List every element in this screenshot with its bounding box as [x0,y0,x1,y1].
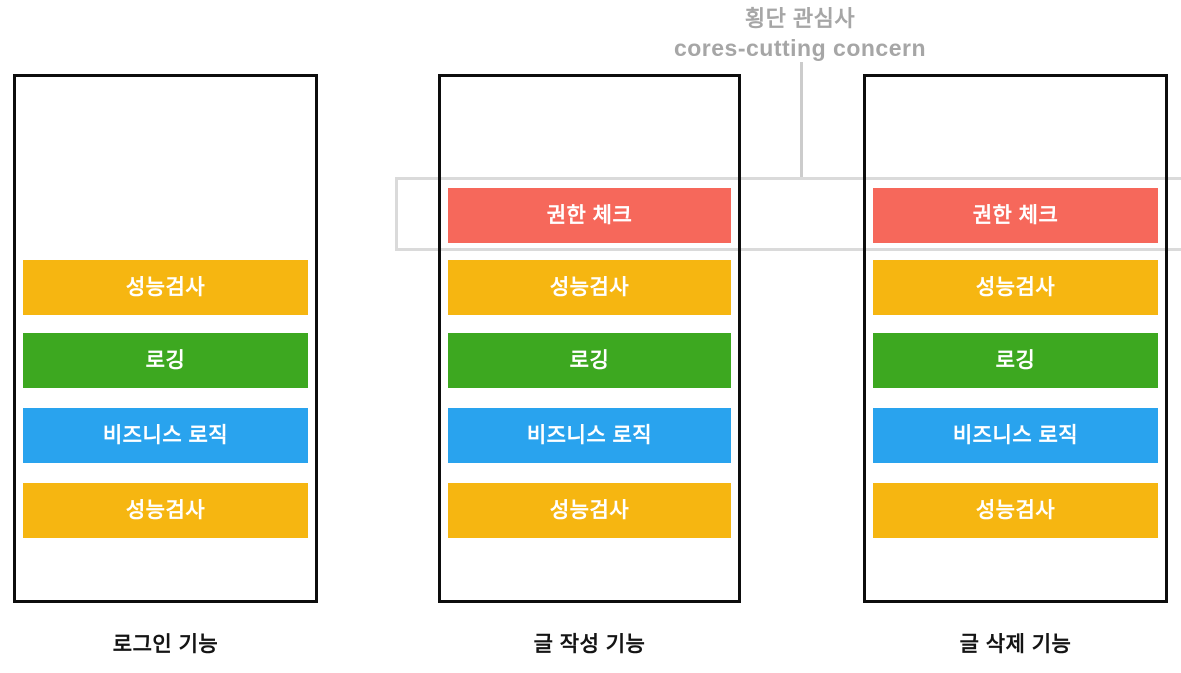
bar-logging: 로깅 [873,333,1158,388]
cross-cutting-title-english: cores-cutting concern [673,35,927,61]
cross-cutting-band [395,177,1181,251]
bar-auth-check: 권한 체크 [873,188,1158,243]
bar-performance-check: 성능검사 [448,483,731,538]
bar-performance-check: 성능검사 [23,260,308,315]
bar-business-logic: 비즈니스 로직 [873,408,1158,463]
band-connector-line [800,62,803,177]
bar-logging: 로깅 [448,333,731,388]
feature-box-post-delete: 권한 체크 성능검사 로깅 비즈니스 로직 성능검사 [863,74,1168,603]
bar-business-logic: 비즈니스 로직 [448,408,731,463]
bar-performance-check: 성능검사 [873,483,1158,538]
bar-auth-check: 권한 체크 [448,188,731,243]
feature-label-post-write: 글 작성 기능 [533,633,646,656]
bar-performance-check: 성능검사 [448,260,731,315]
bar-performance-check: 성능검사 [873,260,1158,315]
bar-performance-check: 성능검사 [23,483,308,538]
feature-box-login: 성능검사 로깅 비즈니스 로직 성능검사 [13,74,318,603]
cross-cutting-title-korean: 횡단 관심사 [744,6,856,31]
bar-logging: 로깅 [23,333,308,388]
bar-business-logic: 비즈니스 로직 [23,408,308,463]
cross-cutting-title: 횡단 관심사 cores-cutting concern [550,5,1050,64]
feature-label-post-delete: 글 삭제 기능 [959,633,1072,656]
feature-box-post-write: 권한 체크 성능검사 로깅 비즈니스 로직 성능검사 [438,74,741,603]
feature-label-login: 로그인 기능 [112,633,219,656]
